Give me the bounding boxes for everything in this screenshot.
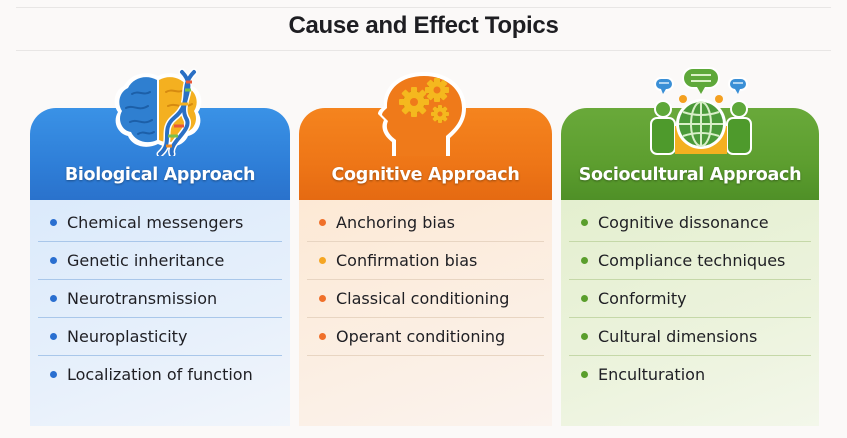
head-gears-icon: [378, 72, 466, 156]
item-label: Enculturation: [598, 365, 706, 384]
list-item: Compliance techniques: [569, 242, 811, 280]
list-item: Operant conditioning: [307, 318, 544, 356]
topic-list: Anchoring bias Confirmation bias Classic…: [299, 200, 552, 356]
topic-list: Cognitive dissonance Compliance techniqu…: [561, 200, 819, 389]
item-label: Classical conditioning: [336, 289, 510, 308]
item-label: Anchoring bias: [336, 213, 455, 232]
bullet-icon: [50, 295, 57, 302]
page-title: Cause and Effect Topics: [288, 12, 559, 39]
list-item: Neuroplasticity: [38, 318, 282, 356]
bullet-icon: [319, 219, 326, 226]
item-label: Cultural dimensions: [598, 327, 758, 346]
card-heading: Biological Approach: [64, 165, 256, 185]
item-label: Localization of function: [67, 365, 253, 384]
item-label: Operant conditioning: [336, 327, 506, 346]
bullet-icon: [319, 333, 326, 340]
list-item: Neurotransmission: [38, 280, 282, 318]
item-label: Neurotransmission: [67, 289, 218, 308]
list-item: Classical conditioning: [307, 280, 544, 318]
card-heading: Sociocultural Approach: [578, 165, 802, 185]
list-item: Cognitive dissonance: [569, 204, 811, 242]
title-rule-bottom: [16, 50, 831, 51]
item-label: Compliance techniques: [598, 251, 786, 270]
bullet-icon: [319, 295, 326, 302]
bullet-icon: [581, 257, 588, 264]
item-label: Chemical messengers: [67, 213, 244, 232]
card-sociocultural: Sociocultural Approach Cognitive dissona…: [561, 108, 819, 426]
item-label: Neuroplasticity: [67, 327, 188, 346]
bullet-icon: [50, 371, 57, 378]
people-globe-icon: [650, 67, 752, 155]
bullet-icon: [581, 295, 588, 302]
brain-dna-icon: [114, 68, 202, 156]
list-item: Localization of function: [38, 356, 282, 393]
item-label: Cognitive dissonance: [598, 213, 769, 232]
list-item: Conformity: [569, 280, 811, 318]
topic-list: Chemical messengers Genetic inheritance …: [30, 200, 290, 389]
bullet-icon: [50, 219, 57, 226]
list-item: Chemical messengers: [38, 204, 282, 242]
list-item: Genetic inheritance: [38, 242, 282, 280]
card-biological: Biological Approach Chemical messengers …: [30, 108, 290, 426]
card-body: Cognitive dissonance Compliance techniqu…: [561, 200, 819, 426]
title-rule-top: [16, 7, 831, 8]
bullet-icon: [581, 371, 588, 378]
card-body: Chemical messengers Genetic inheritance …: [30, 200, 290, 426]
bullet-icon: [581, 333, 588, 340]
bullet-icon: [50, 333, 57, 340]
item-label: Genetic inheritance: [67, 251, 225, 270]
list-item: Enculturation: [569, 356, 811, 393]
card-body: Anchoring bias Confirmation bias Classic…: [299, 200, 552, 426]
item-label: Confirmation bias: [336, 251, 478, 270]
bullet-icon: [50, 257, 57, 264]
list-item: Anchoring bias: [307, 204, 544, 242]
item-label: Conformity: [598, 289, 687, 308]
bullet-icon: [319, 257, 326, 264]
list-item: Cultural dimensions: [569, 318, 811, 356]
bullet-icon: [581, 219, 588, 226]
list-item: Confirmation bias: [307, 242, 544, 280]
card-heading: Cognitive Approach: [331, 165, 520, 185]
